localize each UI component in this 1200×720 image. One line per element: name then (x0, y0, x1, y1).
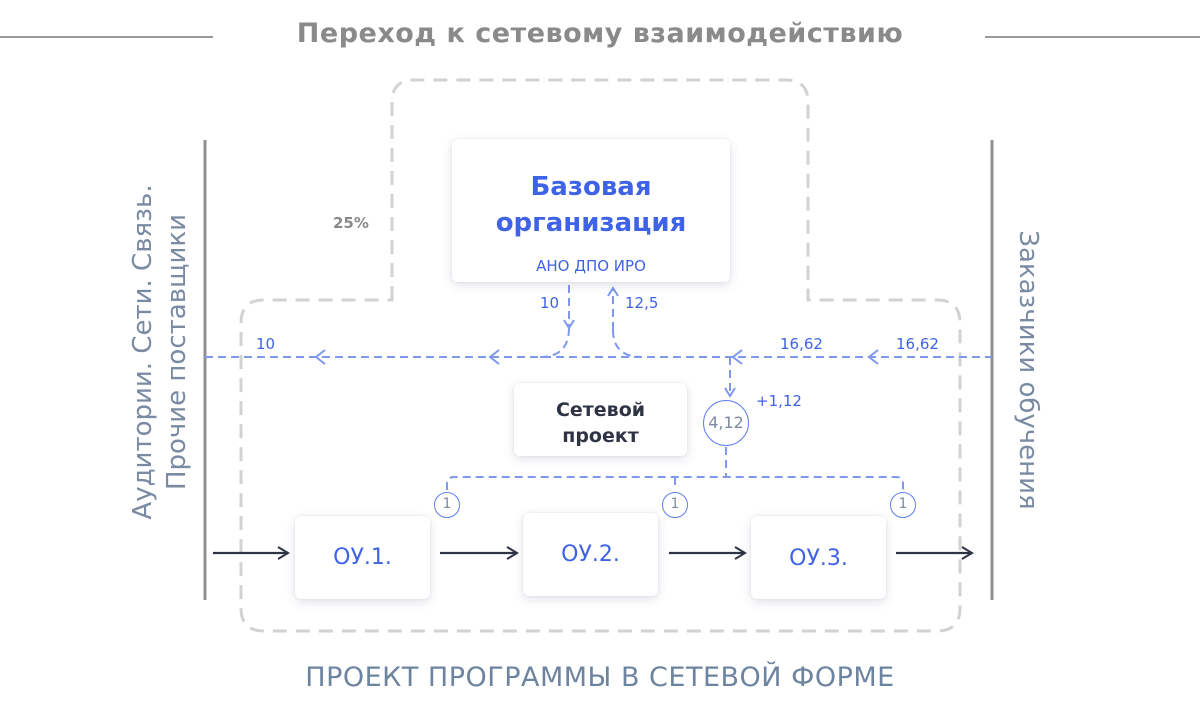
base-organization-card: Базовая организация АНО ДПО ИРО (452, 139, 730, 282)
flow-right-in-2-value: 16,62 (896, 335, 939, 353)
page-title: Переход к сетевому взаимодействию (296, 18, 904, 49)
node-ou-3-label: ОУ.3. (789, 546, 848, 571)
network-increment-value: +1,12 (756, 392, 802, 410)
base-title-line2: организация (495, 208, 687, 238)
left-side-label-line1: Аудитории. Сети. Связь. (128, 184, 158, 520)
node-ou-3: ОУ.3. (751, 516, 886, 599)
left-side-label: Аудитории. Сети. Связь. Прочие поставщик… (126, 184, 194, 519)
network-title-line2: проект (562, 425, 639, 447)
project-boundary (239, 78, 962, 633)
share-percent-label: 25% (333, 214, 369, 232)
network-project-title: Сетевой проект (514, 397, 687, 449)
flow-base-up-value: 12,5 (625, 294, 659, 312)
node-2-badge: 1 (662, 492, 688, 518)
network-title-line1: Сетевой (555, 399, 646, 421)
base-organization-subtitle: АНО ДПО ИРО (536, 257, 646, 275)
node-ou-2: ОУ.2. (523, 513, 658, 596)
arrowhead-left-2 (488, 349, 500, 365)
node-3-badge: 1 (890, 492, 916, 518)
arrowhead-left-1 (314, 349, 326, 365)
arrowhead-right-2 (867, 349, 879, 365)
base-title-line1: Базовая (530, 172, 652, 202)
arrowhead-right-1 (731, 349, 743, 365)
node-1-badge: 1 (434, 492, 460, 518)
node-ou-1-label: ОУ.1. (333, 545, 392, 570)
network-value-circle: 4,12 (703, 400, 749, 446)
footer-title: ПРОЕКТ ПРОГРАММЫ В СЕТЕВОЙ ФОРМЕ (305, 662, 895, 693)
flow-base-down-curve (539, 327, 570, 358)
flow-base-down-value: 10 (540, 294, 560, 312)
node-ou-1: ОУ.1. (295, 516, 430, 599)
node-ou-2-label: ОУ.2. (561, 542, 620, 567)
right-side-label: Заказчики обучения (1013, 230, 1043, 510)
flow-left-out-value: 10 (256, 335, 276, 353)
flow-base-up-curve (612, 329, 643, 358)
base-organization-title: Базовая организация (452, 169, 730, 241)
flow-right-in-1-value: 16,62 (780, 335, 823, 353)
left-side-label-line2: Прочие поставщики (162, 213, 192, 491)
network-project-card: Сетевой проект (514, 383, 687, 456)
